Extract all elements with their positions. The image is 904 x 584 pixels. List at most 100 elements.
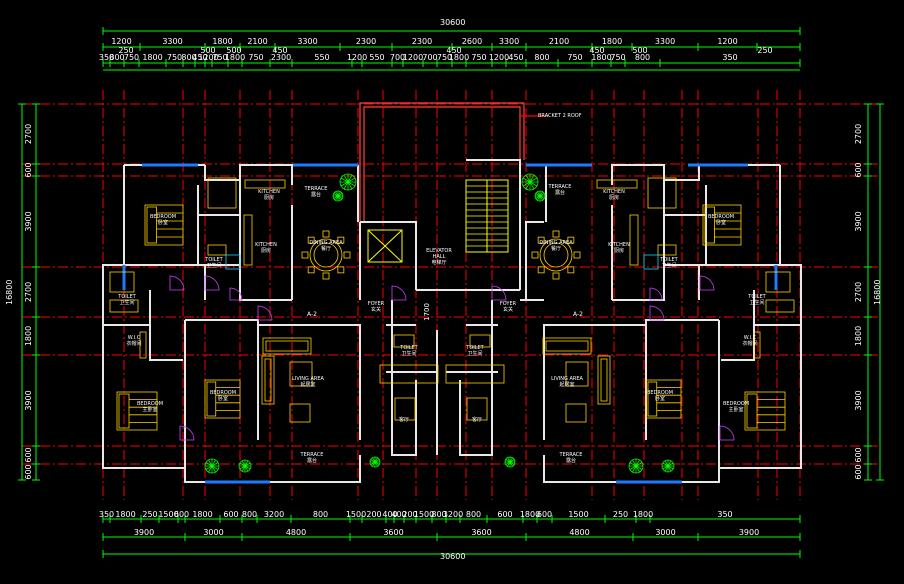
room-label: TOILET [117,294,136,300]
dimension-label: 2700 [854,282,863,302]
plant-leaf [343,174,349,183]
room-label-cn: 餐厅 [551,245,561,252]
room-label-cn: 卫生间 [661,262,676,269]
door-swing [649,287,663,301]
stair-treads [466,185,508,247]
dining-table-inner [543,242,569,268]
plant-leaf [635,465,643,470]
dimension-label: 350 [717,510,732,519]
plant-leaf [239,465,246,470]
room-label: KITCHEN [258,189,280,195]
dimension-label: 1800 [520,510,540,519]
plant-leaf [347,177,356,183]
roof-bracket [359,102,548,222]
dimension-label: 800 [242,510,257,519]
vanity [657,244,677,256]
plant-leaf [667,462,674,467]
room-label: TOILET [747,294,766,300]
wall [611,180,780,468]
elevator-hall-label: ELEVATOR [426,248,452,254]
bed [116,391,158,431]
dining-chair [567,236,575,244]
plant-leaf [241,460,246,467]
bed-pillow [647,381,658,417]
bath-fixture [643,254,659,270]
unit-tag: A-2 [573,311,583,318]
dimension-label: 1800 [142,53,162,62]
plant-leaf [374,457,378,463]
dimension-label: 350 [722,53,737,62]
dimension-label: 800 [109,53,124,62]
bed-pillow [206,381,217,417]
dimension-label: 450 [508,53,523,62]
dimension-label: 750 [610,53,625,62]
room-label: TOILET [659,257,678,263]
plant-leaf [205,465,213,470]
dimension-label: 400 [382,510,397,519]
sofa [597,355,611,405]
plant-leaf [208,459,213,467]
dimension-label: 1800 [449,53,469,62]
dining-chair [537,236,545,244]
plant-leaf [244,462,251,467]
plant-leaf [211,462,219,467]
elevator-hall-label-cn: 电梯厅 [431,259,446,266]
plant-leaf [333,193,339,197]
dining-table [309,238,343,272]
dimension-label: 600 [854,464,863,479]
dimension-label: 2300 [271,53,291,62]
kitchen-counter [243,214,253,266]
sofa-cushion [600,358,608,402]
bed [645,379,682,419]
room-label-cn: 玄关 [503,306,513,313]
room-label-cn: 卫生间 [401,350,416,357]
room-label-cn: 厨房 [609,194,619,201]
dining-chair [531,251,539,259]
plant-leaf [529,181,538,187]
plant-leaf [522,177,531,183]
dimension-label: 350 [99,510,114,519]
plant-leaf [632,465,637,473]
armchair [289,403,311,423]
unit-tag: A-2 [307,311,317,318]
dimension-label: 500 [632,46,647,55]
dimension-label: 250 [613,510,628,519]
dimension-label: 3900 [24,390,33,410]
dimension-label: 2100 [549,37,569,46]
bed [702,204,742,246]
plant-leaf [529,181,535,190]
plant-leaf [337,195,341,201]
room-label: TOILET [465,345,484,351]
plant-leaf [337,193,343,197]
dimension-label: 1200 [717,37,737,46]
wall [664,185,707,266]
bed-pillow [746,393,758,429]
overall-width-bottom: 30600 [440,552,465,561]
shared-room-label-cn: 客厅 [399,416,409,423]
dining-chair [322,230,330,238]
door-swing [649,305,665,321]
dining-chair [552,272,560,280]
vanity [469,334,491,348]
dimension-label: 2700 [854,124,863,144]
wall [102,164,361,483]
coffee-table [565,361,589,387]
plant-leaf [372,461,376,467]
plant-leaf [370,459,376,463]
plant-leaf [509,461,513,467]
dimension-label: 250 [142,510,157,519]
plants [204,173,675,474]
dimension-label: 700 [390,53,405,62]
bed [144,204,184,246]
dimension-label: 800 [313,510,328,519]
room-label: BEDROOM [137,401,163,407]
dimension-label: 1200 [198,53,218,62]
bed-pillow [118,393,130,429]
dimension-label: 450 [192,53,207,62]
dimension-label: 3300 [499,37,519,46]
room-label: BEDROOM [723,401,749,407]
dimension-label: 400 [391,510,406,519]
plant-leaf [347,181,356,187]
overall-height-left: 16800 [5,280,14,305]
dimension-label: 800 [181,53,196,62]
